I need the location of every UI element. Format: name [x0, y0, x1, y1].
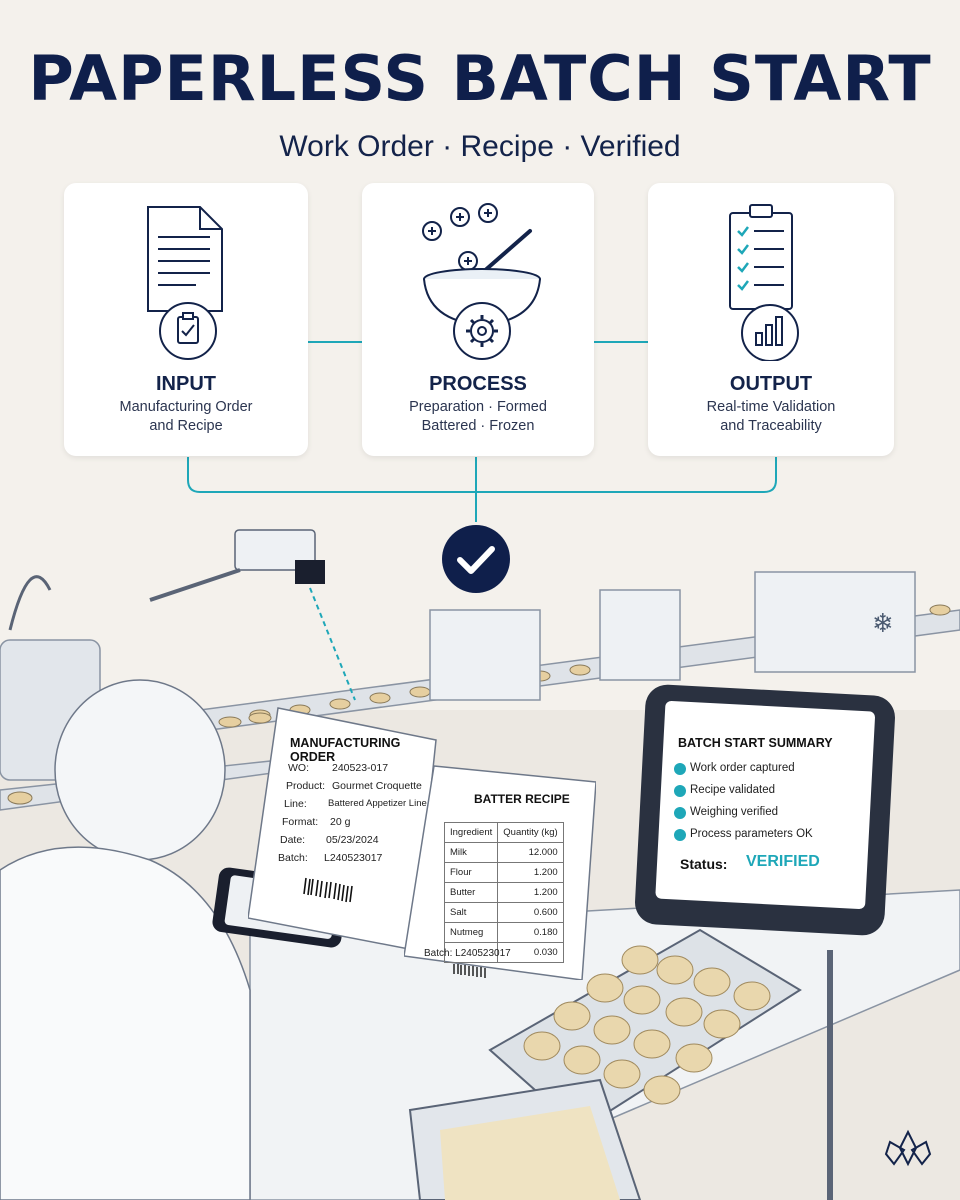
mo-value: L240523017: [324, 852, 383, 864]
mo-value: Gourmet Croquette: [332, 780, 422, 792]
step-card-output: OUTPUT Real-time Validation and Traceabi…: [648, 183, 894, 456]
ingredient-cell: Butter: [443, 882, 499, 903]
status-label: Status:: [680, 856, 728, 872]
mo-label: Line:: [284, 798, 307, 810]
ingredient-cell: Salt: [443, 902, 499, 923]
batch-start-summary-screen: BATCH START SUMMARY Work order captured …: [668, 708, 864, 888]
svg-text:❄: ❄: [872, 609, 894, 639]
page-title: PAPERLESS BATCH START: [28, 42, 932, 115]
step-description-line2: and Traceability: [720, 418, 822, 434]
step-description-line1: Real-time Validation: [706, 399, 836, 415]
mo-value: 240523-017: [332, 762, 389, 774]
quantity-cell: 1.200: [497, 882, 564, 903]
quantity-cell: 1.200: [497, 862, 564, 883]
mo-label: Format:: [282, 816, 319, 828]
manufacturing-order-document: MANUFACTURING ORDER WO: 240523-017 Produ…: [248, 700, 438, 950]
summary-item: Process parameters OK: [674, 828, 813, 841]
step-description-line1: Manufacturing Order: [119, 399, 253, 415]
step-title: OUTPUT: [729, 373, 813, 395]
step-card-input: INPUT Manufacturing Order and Recipe: [64, 183, 308, 456]
step-title: INPUT: [156, 373, 216, 395]
batter-recipe-batch: Batch: L240523017: [424, 948, 511, 959]
step-description-line2: and Recipe: [149, 418, 223, 434]
ingredient-cell: Nutmeg: [443, 922, 499, 943]
batter-recipe-document: BATTER RECIPE Ingredient Quantity (kg) M…: [404, 760, 596, 980]
check-circle-icon: [674, 763, 686, 775]
quantity-cell: 12.000: [497, 842, 564, 863]
step-title: PROCESS: [429, 373, 527, 395]
quantity-cell: 0.600: [497, 902, 564, 923]
table-header-cell: Quantity (kg): [497, 822, 564, 843]
checklist-chart-icon: [729, 204, 799, 361]
quantity-cell: 0.030: [497, 942, 564, 963]
verified-check-icon: [442, 525, 510, 593]
ingredient-cell: Milk: [443, 842, 499, 863]
page-subtitle: Work Order · Recipe · Verified: [279, 130, 681, 163]
step-description-line2: Battered · Frozen: [421, 418, 535, 434]
check-circle-icon: [674, 829, 686, 841]
step-description-line1: Preparation · Formed: [409, 399, 547, 415]
mo-label: WO:: [288, 762, 309, 774]
ingredient-cell: Flour: [443, 862, 499, 883]
mixing-bowl-gear-icon: [422, 203, 541, 360]
table-header-cell: Ingredient: [443, 822, 499, 843]
status-badge: VERIFIED: [746, 853, 820, 870]
table-row: 0.030: [443, 942, 564, 963]
step-card-process: PROCESS Preparation · Formed Battered · …: [362, 183, 594, 456]
brand-logo: [884, 1129, 932, 1167]
summary-item: Weighing verified: [674, 806, 778, 819]
mo-value: 05/23/2024: [326, 834, 379, 846]
quantity-cell: 0.180: [497, 922, 564, 943]
mo-value: 20 g: [330, 816, 351, 828]
batter-recipe-title: BATTER RECIPE: [474, 792, 570, 806]
summary-item: Work order captured: [674, 762, 795, 775]
manufacturing-order-title: MANUFACTURING ORDER: [290, 736, 401, 764]
document-clipboard-icon: [147, 206, 223, 360]
mo-label: Product:: [286, 780, 326, 792]
check-circle-icon: [674, 807, 686, 819]
mo-label: Date:: [280, 834, 306, 846]
mo-label: Batch:: [278, 852, 308, 864]
summary-item: Recipe validated: [674, 784, 775, 797]
check-circle-icon: [674, 785, 686, 797]
mo-value: Battered Appetizer Line: [328, 798, 427, 809]
table-row: Ingredient Quantity (kg): [443, 822, 564, 843]
batch-summary-title: BATCH START SUMMARY: [678, 736, 833, 750]
flow-connectors: [187, 341, 777, 522]
